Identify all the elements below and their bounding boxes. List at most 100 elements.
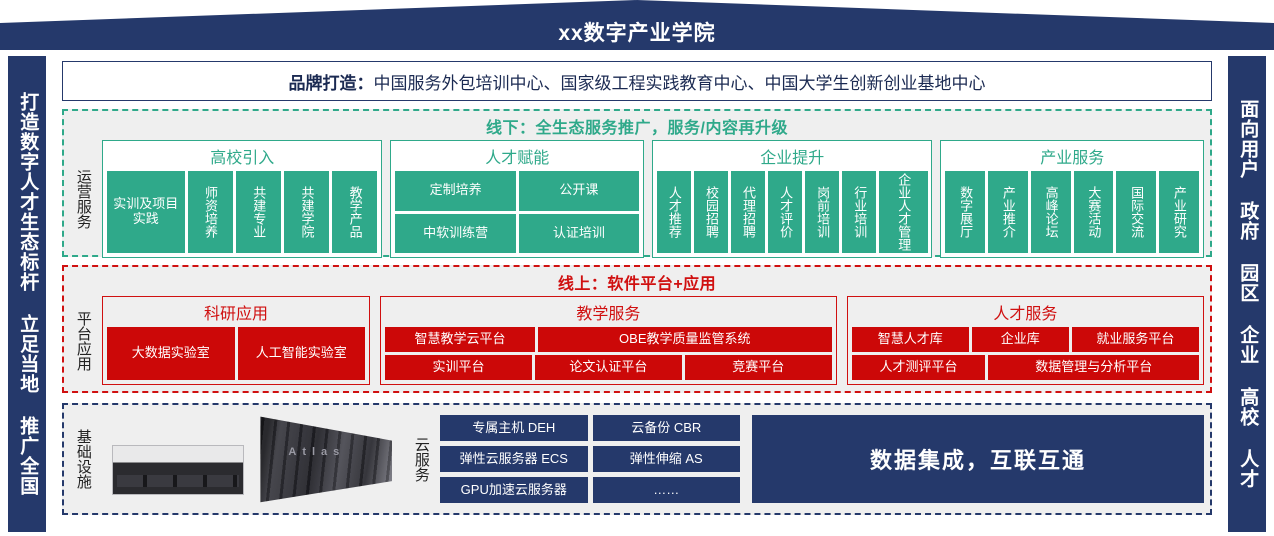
infrastructure-side-label-text: 基础设施	[74, 429, 92, 489]
chip-row: 实训平台 论文认证平台 竞赛平台	[385, 355, 832, 380]
left-rail-text: 打造数字人才生态标杆 立足当地 推广全国	[17, 92, 39, 496]
online-side-label-text: 平台应用	[74, 310, 92, 371]
chip-data-management-analysis-platform[interactable]: 数据管理与分析平台	[988, 355, 1199, 380]
panel-body: 智慧人才库 企业库 就业服务平台 人才测评平台 数据管理与分析平台	[851, 327, 1199, 380]
chip-xiaoyuan-zhaopin[interactable]: 校园招聘	[694, 171, 729, 253]
panel-title: 教学服务	[576, 306, 641, 323]
offline-band: 线下：全生态服务推广，服务/内容再升级 运营服务 高校引入 实训及项目实践 师资…	[62, 109, 1212, 258]
chip-dasai-huodong[interactable]: 大赛活动	[1073, 171, 1114, 253]
chip-rencai-tuijian[interactable]: 人才推荐	[657, 171, 692, 253]
chip-row: 大数据实验室 人工智能实验室	[107, 327, 366, 380]
panel-body: 人才推荐 校园招聘 代理招聘 人才评价 岗前培训 行业培训 企业人才管理	[657, 171, 928, 253]
panel-talent-service[interactable]: 人才服务 智慧人才库 企业库 就业服务平台 人才测评平台 数据管理与分析平台	[846, 296, 1204, 385]
chip-row: 智慧教学云平台 OBE教学质量监管系统	[385, 327, 832, 352]
panel-industry-service[interactable]: 产业服务 数字展厅 产业推介 高峰论坛 大赛活动 国际交流 产业研究	[940, 140, 1204, 258]
chip-thesis-cert-platform[interactable]: 论文认证平台	[534, 355, 682, 380]
cloud-chip-deh[interactable]: 专属主机 DEH	[440, 415, 588, 441]
panel-title: 人才服务	[993, 306, 1058, 323]
brand-text: 品牌打造：中国服务外包培训中心、国家级工程实践教育中心、中国大学生创新创业基地中…	[289, 69, 986, 94]
chip-gongjian-xueyuan[interactable]: 共建学院	[284, 171, 330, 253]
online-band-body: 平台应用 科研应用 大数据实验室 人工智能实验室	[64, 296, 1210, 391]
cloud-service-grid: 专属主机 DEH 云备份 CBR 弹性云服务器 ECS 弹性伸缩 AS GPU加…	[440, 415, 740, 503]
chip-obe-quality-system[interactable]: OBE教学质量监管系统	[537, 327, 832, 352]
chip-gongjian-zhuanye[interactable]: 共建专业	[235, 171, 281, 253]
infrastructure-body: 基础设施 Atlas 云服务 专属主机 DEH 云备份 CBR 弹性云服务器 E…	[64, 405, 1210, 513]
chip-row: 中软训练营 认证培训	[395, 213, 640, 253]
offline-panels: 高校引入 实训及项目实践 师资培养 共建专业 共建学院 教学产品	[102, 140, 1204, 258]
panel-research-application[interactable]: 科研应用 大数据实验室 人工智能实验室	[102, 296, 371, 385]
chip-renzheng-peixun[interactable]: 认证培训	[518, 213, 640, 253]
chip-row: 智慧人才库 企业库 就业服务平台	[851, 327, 1199, 352]
panel-title: 人才赋能	[485, 150, 550, 167]
chip-employment-service-platform[interactable]: 就业服务平台	[1071, 327, 1199, 352]
chip-row: 实训及项目实践 师资培养 共建专业 共建学院 教学产品	[107, 171, 378, 253]
cloud-chip-gpu[interactable]: GPU加速云服务器	[440, 477, 588, 503]
online-band: 线上：软件平台+应用 平台应用 科研应用 大数据实验室 人工智能实验室	[62, 265, 1212, 393]
chip-gaofeng-luntan[interactable]: 高峰论坛	[1030, 171, 1071, 253]
online-band-title: 线上：软件平台+应用	[557, 276, 717, 293]
cloud-service-label-text: 云服务	[412, 436, 430, 482]
chip-zhongruan-xunlianying[interactable]: 中软训练营	[395, 213, 516, 253]
chip-chanye-yanjiu[interactable]: 产业研究	[1159, 171, 1199, 253]
panel-body: 智慧教学云平台 OBE教学质量监管系统 实训平台 论文认证平台 竞赛平台	[385, 327, 832, 380]
cloud-chip-cbr[interactable]: 云备份 CBR	[592, 415, 740, 441]
panel-title: 企业提升	[760, 150, 825, 167]
panel-body: 大数据实验室 人工智能实验室	[107, 327, 366, 380]
atlas-label: Atlas	[288, 446, 346, 459]
chip-hangye-peixun[interactable]: 行业培训	[842, 171, 877, 253]
chip-row: 人才推荐 校园招聘 代理招聘 人才评价 岗前培训 行业培训 企业人才管理	[657, 171, 928, 253]
center-column: 品牌打造：中国服务外包培训中心、国家级工程实践教育中心、中国大学生创新创业基地中…	[54, 56, 1220, 532]
chip-enterprise-pool[interactable]: 企业库	[971, 327, 1069, 352]
chip-row: 定制培养 公开课	[395, 171, 640, 211]
chip-gongkaike[interactable]: 公开课	[518, 171, 640, 211]
cloud-chip-as[interactable]: 弹性伸缩 AS	[592, 446, 740, 472]
chip-shixun-xiangmu[interactable]: 实训及项目实践	[107, 171, 185, 253]
panel-title: 产业服务	[1040, 150, 1105, 167]
panel-talent-empowerment[interactable]: 人才赋能 定制培养 公开课 中软训练营 认证培训	[390, 140, 645, 258]
data-integration-banner: 数据集成，互联互通	[752, 415, 1204, 503]
chip-talent-assessment-platform[interactable]: 人才测评平台	[851, 355, 986, 380]
chip-smart-teaching-cloud[interactable]: 智慧教学云平台	[385, 327, 535, 352]
infrastructure-side-label: 基础设施	[70, 429, 96, 489]
left-rail: 打造数字人才生态标杆 立足当地 推广全国	[8, 56, 46, 532]
panel-enterprise-upgrade[interactable]: 企业提升 人才推荐 校园招聘 代理招聘 人才评价 岗前培训 行业培训 企业人才管…	[652, 140, 933, 258]
chip-row: 数字展厅 产业推介 高峰论坛 大赛活动 国际交流 产业研究	[945, 171, 1199, 253]
panel-body: 实训及项目实践 师资培养 共建专业 共建学院 教学产品	[107, 171, 378, 253]
chip-ai-lab[interactable]: 人工智能实验室	[237, 327, 366, 380]
offline-side-label-text: 运营服务	[74, 169, 92, 229]
brand-content: 中国服务外包培训中心、国家级工程实践教育中心、中国大学生创新创业基地中心	[373, 73, 986, 93]
panel-title: 高校引入	[210, 150, 275, 167]
chip-row: 人才测评平台 数据管理与分析平台	[851, 355, 1199, 380]
cloud-service-label: 云服务	[408, 437, 434, 482]
chip-jiaoxue-chanpin[interactable]: 教学产品	[332, 171, 378, 253]
chip-gangqian-peixun[interactable]: 岗前培训	[805, 171, 840, 253]
right-rail: 面向用户 政府 园区 企业 高校 人才	[1228, 56, 1266, 532]
offline-side-label: 运营服务	[70, 140, 96, 258]
chip-rencai-pingjia[interactable]: 人才评价	[768, 171, 803, 253]
cloud-chip-more[interactable]: ……	[592, 477, 740, 503]
chip-training-platform[interactable]: 实训平台	[385, 355, 532, 380]
chip-qiye-rencai-guanli[interactable]: 企业人才管理	[879, 171, 928, 253]
online-side-label: 平台应用	[70, 296, 96, 385]
panel-teaching-service[interactable]: 教学服务 智慧教学云平台 OBE教学质量监管系统 实训平台 论文认证平台 竞赛平…	[380, 296, 837, 385]
chip-shizi-peiyang[interactable]: 师资培养	[187, 171, 233, 253]
chip-daili-zhaopin[interactable]: 代理招聘	[731, 171, 766, 253]
chip-chanye-tuijie[interactable]: 产业推介	[988, 171, 1028, 253]
panel-body: 数字展厅 产业推介 高峰论坛 大赛活动 国际交流 产业研究	[945, 171, 1199, 253]
chip-dingzhi-peiyang[interactable]: 定制培养	[395, 171, 516, 211]
online-panels: 科研应用 大数据实验室 人工智能实验室 教学服务	[102, 296, 1204, 385]
page-title: xx数字产业学院	[558, 22, 716, 45]
brand-building-bar: 品牌打造：中国服务外包培训中心、国家级工程实践教育中心、中国大学生创新创业基地中…	[62, 61, 1212, 101]
chip-shuzi-zhanting[interactable]: 数字展厅	[945, 171, 986, 253]
offline-band-body: 运营服务 高校引入 实训及项目实践 师资培养 共建专业 共建学院 教学产品	[64, 140, 1210, 264]
rack-server-icon	[112, 445, 244, 495]
panel-university-intake[interactable]: 高校引入 实训及项目实践 师资培养 共建专业 共建学院 教学产品	[102, 140, 383, 258]
chip-bigdata-lab[interactable]: 大数据实验室	[107, 327, 235, 380]
cloud-chip-ecs[interactable]: 弹性云服务器 ECS	[440, 446, 588, 472]
chip-competition-platform[interactable]: 竞赛平台	[684, 355, 832, 380]
panel-body: 定制培养 公开课 中软训练营 认证培训	[395, 171, 640, 253]
chip-guoji-jiaoliu[interactable]: 国际交流	[1116, 171, 1157, 253]
chip-smart-talent-pool[interactable]: 智慧人才库	[851, 327, 969, 352]
panel-title: 科研应用	[204, 306, 269, 323]
